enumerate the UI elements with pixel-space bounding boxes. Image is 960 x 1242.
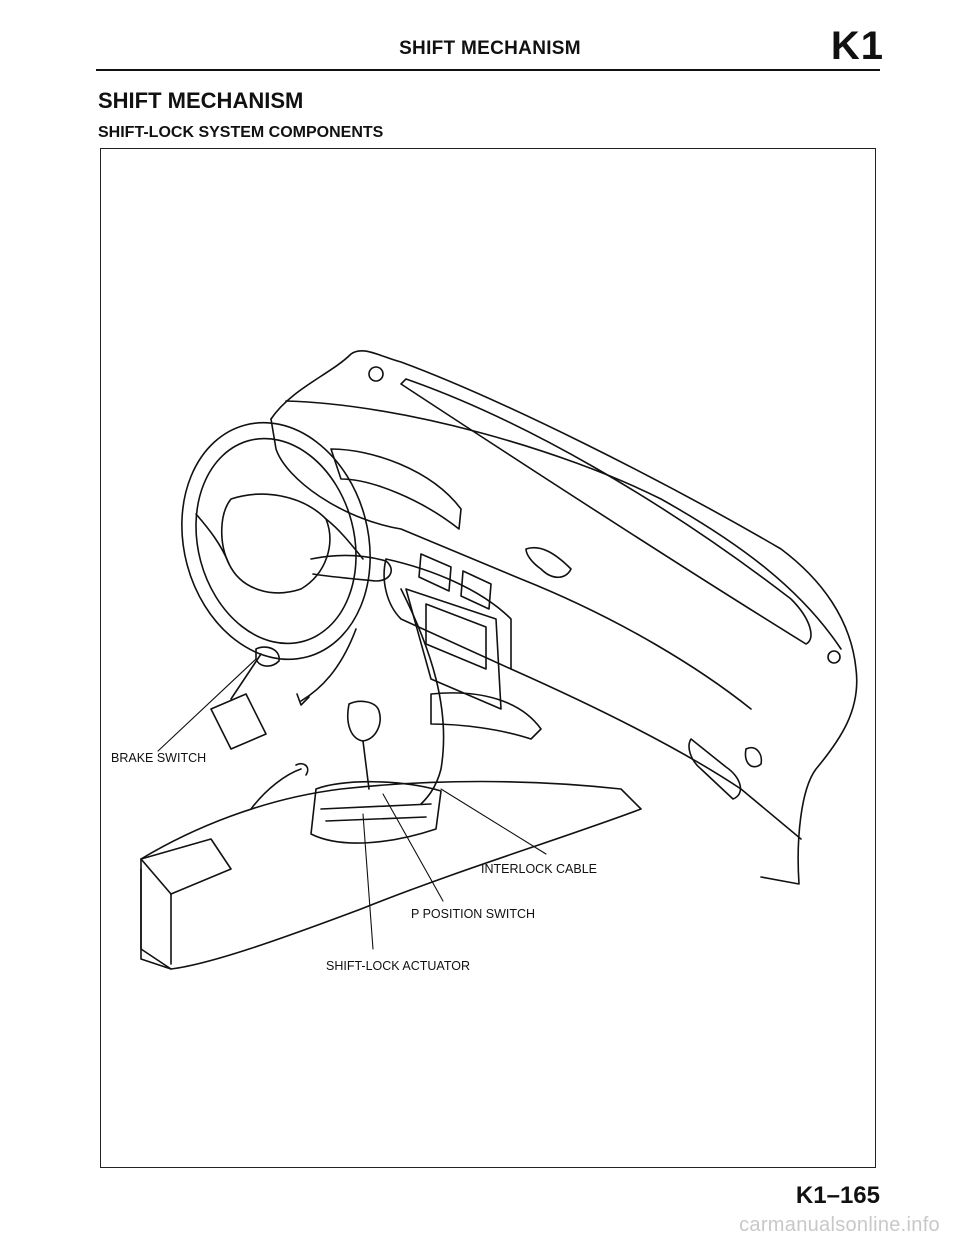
brake-switch-leader: [157, 658, 257, 752]
steering-wheel-hub: [220, 493, 331, 594]
p-position-switch-leader: [382, 793, 444, 902]
brake-switch-arrow: [300, 628, 357, 702]
right-side-vent: [688, 738, 742, 800]
dash-right-vent-hole: [827, 650, 841, 664]
cluster-lower-panel: [383, 558, 512, 670]
shifter-base-detail: [320, 803, 432, 822]
callout-interlock-cable: INTERLOCK CABLE: [481, 862, 598, 876]
steering-wheel-spoke-right: [325, 518, 364, 560]
center-vent-right: [460, 570, 492, 610]
steering-wheel-inner-rim: [195, 437, 357, 645]
dashboard-outline: [270, 349, 858, 885]
header-rule: [96, 69, 880, 71]
callout-brake-switch: BRAKE SWITCH: [111, 751, 207, 765]
callout-p-position-switch: P POSITION SWITCH: [411, 907, 536, 921]
brake-switch-arrowhead: [296, 693, 310, 706]
parking-brake-lever: [250, 768, 302, 810]
interlock-cable-leader: [440, 788, 547, 855]
defroster-slot: [400, 378, 812, 645]
dash-left-vent-hole: [368, 366, 384, 382]
steering-wheel-rim: [181, 421, 371, 661]
shift-knob: [347, 700, 381, 742]
console-side: [140, 868, 172, 970]
center-vent-left: [418, 553, 452, 592]
section-title: SHIFT MECHANISM: [98, 88, 304, 113]
watermark-text: carmanualsonline.info: [739, 1214, 940, 1236]
subsection-title: SHIFT-LOCK SYSTEM COMPONENTS: [98, 124, 384, 141]
steering-wheel-spoke-left: [195, 513, 230, 565]
dashboard-front-edge: [270, 418, 752, 710]
page-number: K1–165: [795, 1182, 880, 1209]
console-body: [140, 780, 642, 970]
parking-brake-grip: [295, 762, 309, 776]
console-armrest: [140, 838, 232, 895]
dashboard-lower-edge: [510, 668, 802, 840]
steering-column: [310, 554, 392, 582]
shift-lock-actuator-leader: [362, 813, 374, 950]
header-title: SHIFT MECHANISM: [399, 38, 581, 59]
instrument-cluster-hood: [330, 448, 462, 530]
figure-frame: BRAKE SWITCH INTERLOCK CABLE P POSITION …: [100, 148, 876, 1168]
lower-panel-tray: [430, 692, 542, 740]
audio-slot: [425, 603, 487, 670]
shifter-base: [310, 780, 442, 844]
brake-switch-body: [255, 646, 280, 667]
interlock-cable: [400, 588, 445, 805]
header-section-code: K1: [830, 24, 884, 68]
dashboard-components-illustration: [140, 349, 858, 970]
brake-pedal-arm: [230, 653, 262, 700]
dashboard-top-crease: [285, 400, 842, 650]
right-side-vent-hole: [744, 746, 763, 768]
mid-dash-vent: [525, 547, 572, 579]
callout-shift-lock-actuator: SHIFT-LOCK ACTUATOR: [326, 959, 471, 973]
brake-pedal-pad: [210, 693, 267, 750]
center-stack: [405, 588, 502, 710]
